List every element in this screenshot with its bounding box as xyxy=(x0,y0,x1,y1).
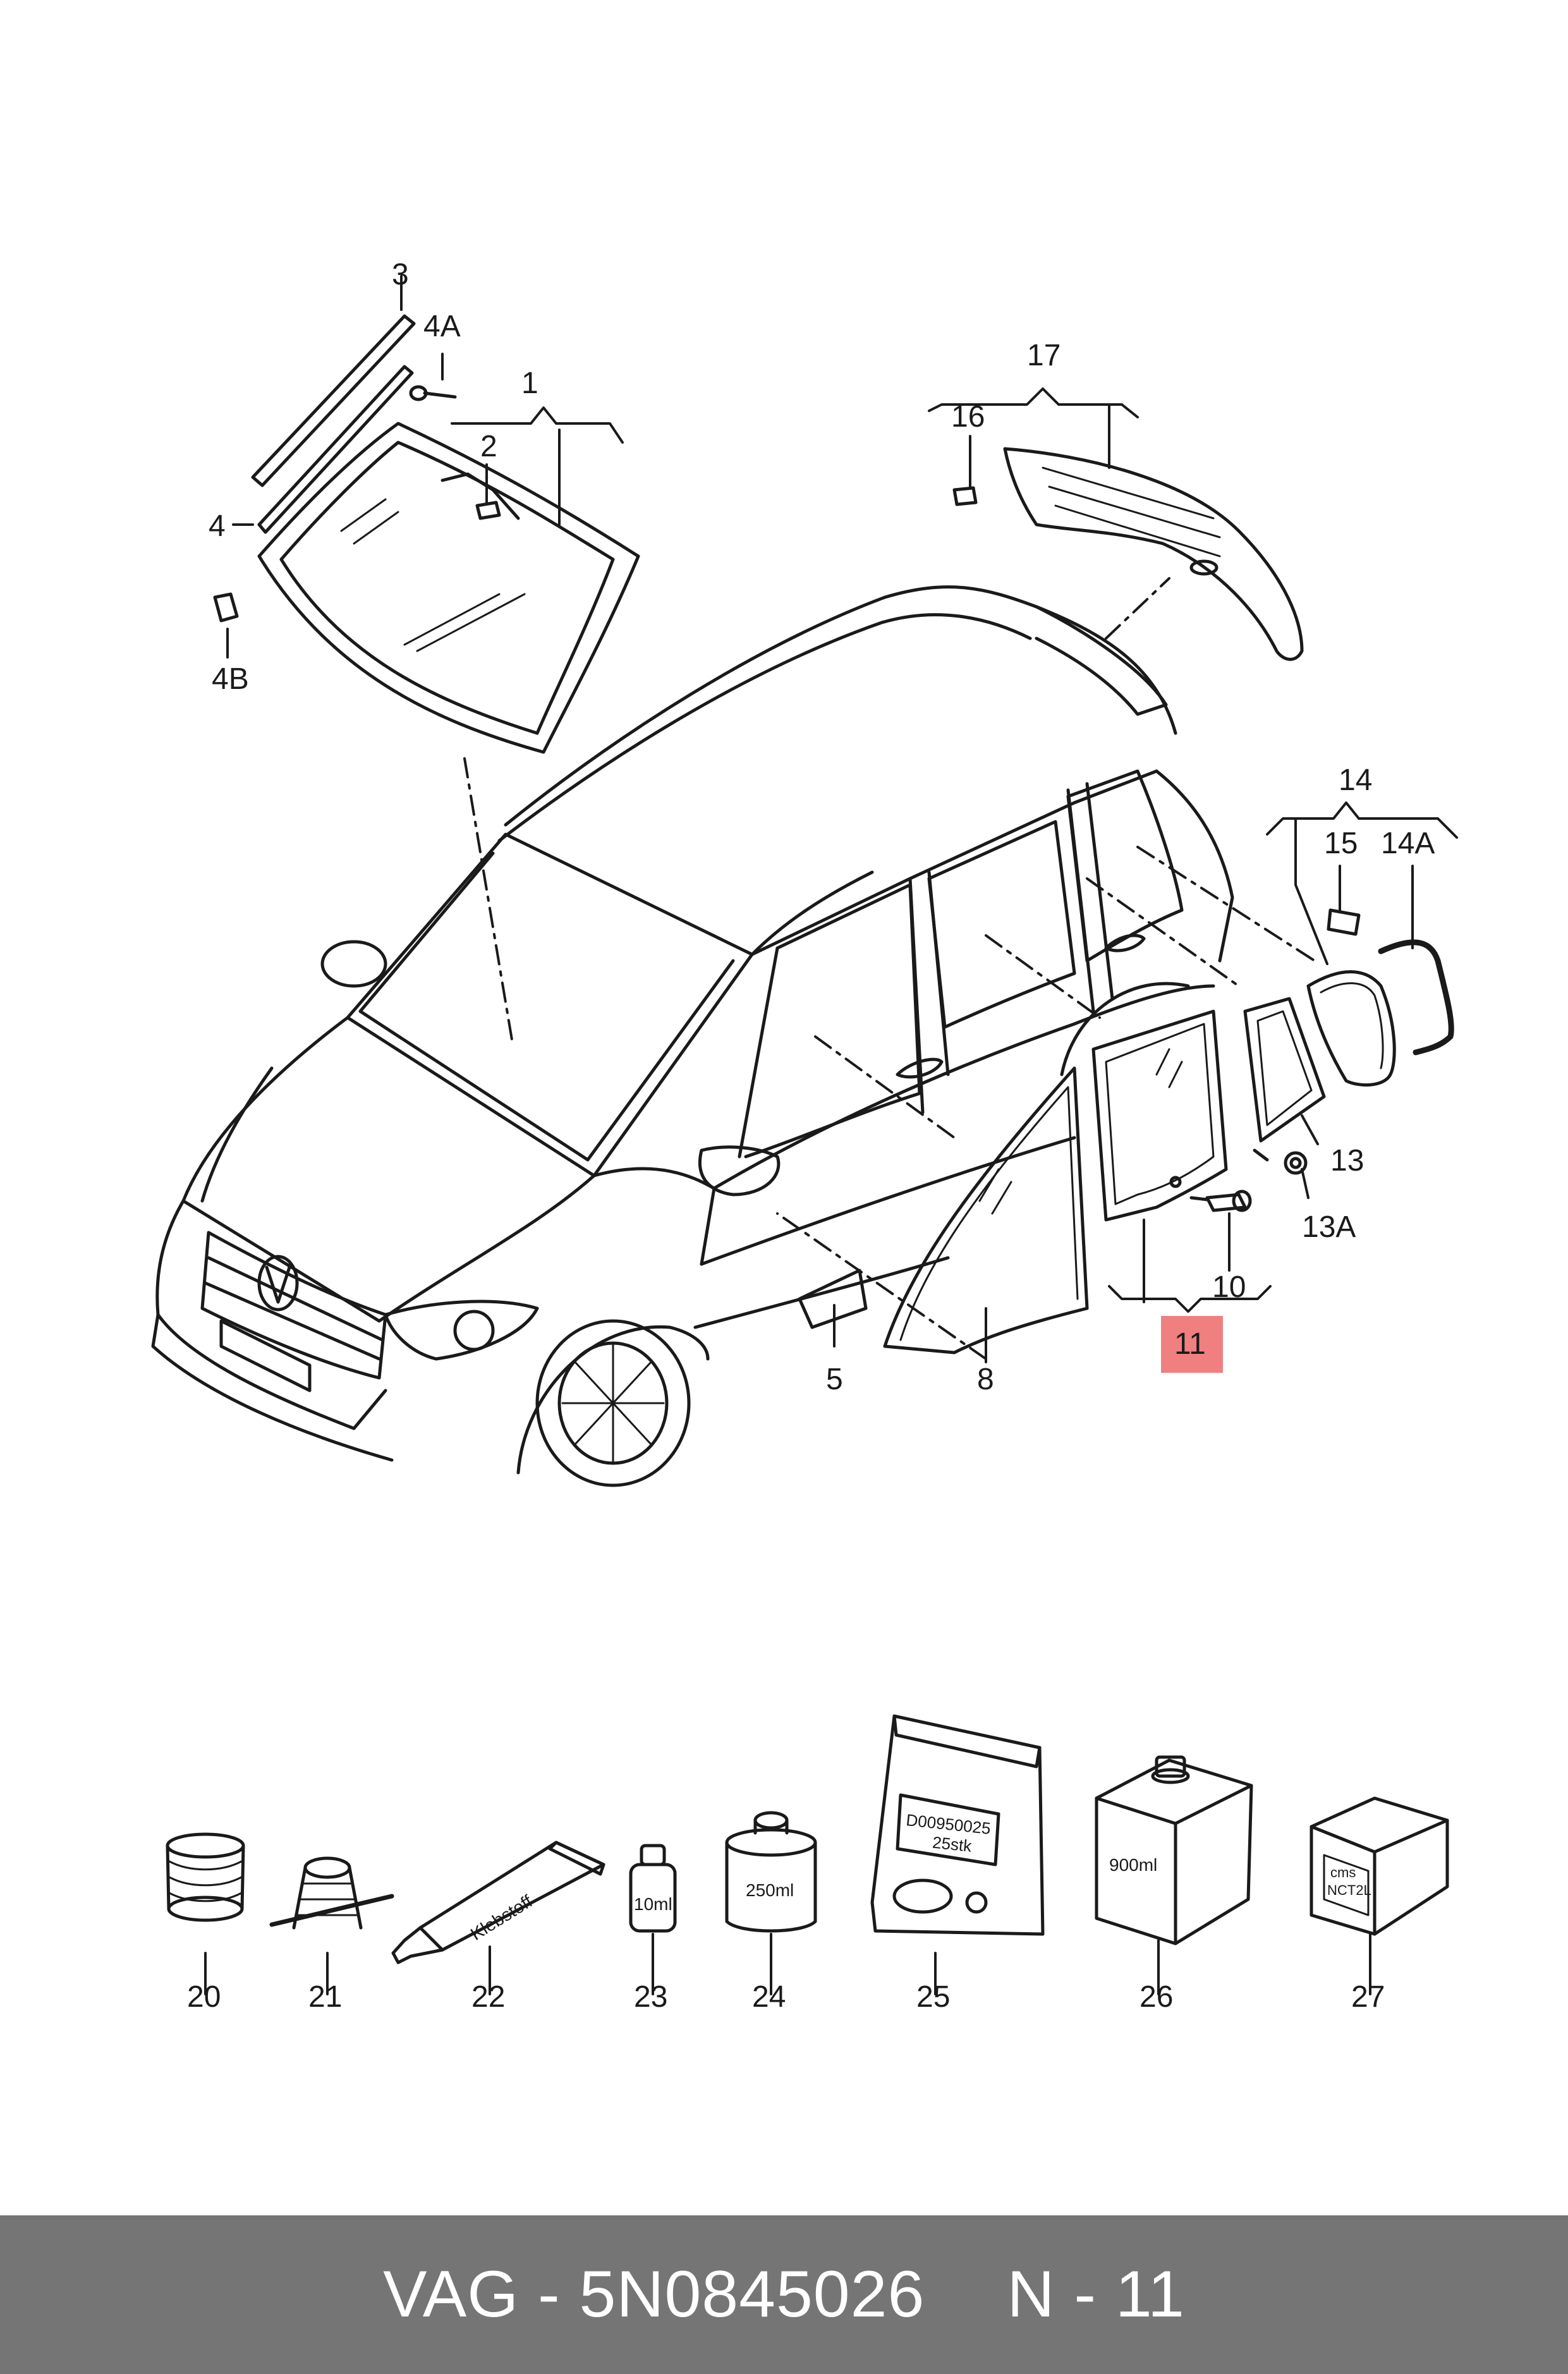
accessory-cord-21 xyxy=(269,1856,394,1930)
callout-26[interactable]: 26 xyxy=(1140,1980,1173,2014)
accessory-jar-24 xyxy=(725,1811,817,1933)
callout-22[interactable]: 22 xyxy=(471,1980,505,2014)
part-number: VAG - 5N0845026 xyxy=(383,2258,925,2331)
callout-27[interactable]: 27 xyxy=(1351,1980,1385,2014)
accessory-canister-26 xyxy=(1095,1755,1253,1945)
part-clip-15 xyxy=(1327,908,1361,936)
canister-label: 900ml xyxy=(1109,1855,1157,1875)
part-quarter-glass xyxy=(1243,997,1326,1143)
part-trim-5 xyxy=(798,1269,868,1329)
accessory-bottle-23 xyxy=(629,1844,677,1933)
bag-label-2: 25stk xyxy=(932,1832,973,1855)
page-reference: N - 11 xyxy=(1007,2258,1185,2331)
vehicle-body xyxy=(151,585,1234,1487)
box-label-2: NCT2L xyxy=(1327,1882,1371,1898)
callout-14a[interactable]: 14A xyxy=(1381,827,1435,860)
callout-17[interactable]: 17 xyxy=(1027,339,1061,372)
footer-bar: VAG - 5N0845026 N - 11 xyxy=(0,2215,1568,2374)
box-label-1: cms xyxy=(1330,1865,1356,1880)
callout-3[interactable]: 3 xyxy=(392,258,409,291)
part-screw-4a xyxy=(409,385,457,401)
accessory-tube-22 xyxy=(391,1841,605,1964)
part-rain-sensor xyxy=(475,501,501,520)
bottle-label: 10ml xyxy=(634,1894,672,1914)
part-clip-16 xyxy=(952,486,978,506)
parts-diagram: Klebstoff 10ml 250ml D00950025 25stk xyxy=(151,258,1458,2014)
part-mouldings xyxy=(251,314,416,534)
callout-1[interactable]: 1 xyxy=(521,367,538,400)
part-clip-13a xyxy=(1253,1148,1308,1175)
callout-25[interactable]: 25 xyxy=(916,1980,950,2014)
callout-8[interactable]: 8 xyxy=(977,1363,994,1396)
part-rear-side-glass xyxy=(1306,970,1396,1087)
part-stud-10 xyxy=(1189,1190,1252,1212)
callout-21[interactable]: 21 xyxy=(308,1980,342,2014)
callout-5[interactable]: 5 xyxy=(826,1363,843,1396)
callout-20[interactable]: 20 xyxy=(187,1980,221,2014)
part-windshield xyxy=(257,422,640,754)
callout-10[interactable]: 10 xyxy=(1212,1270,1246,1304)
part-seal-14a xyxy=(1378,939,1454,1056)
accessory-coil-20 xyxy=(166,1832,245,1922)
callout-16[interactable]: 16 xyxy=(951,400,985,434)
callout-11[interactable]: 11 xyxy=(1174,1327,1206,1361)
callout-14[interactable]: 14 xyxy=(1339,764,1372,797)
callouts: 3 4A 1 2 4 4B 17 16 14 15 14A 13 13A 10 … xyxy=(187,258,1435,2014)
callout-13[interactable]: 13 xyxy=(1330,1144,1364,1178)
callout-4[interactable]: 4 xyxy=(209,509,226,543)
accessory-box-27 xyxy=(1310,1796,1449,1936)
highlight-box xyxy=(1161,1316,1223,1373)
accessory-bag-25 xyxy=(870,1714,1045,1936)
callout-24[interactable]: 24 xyxy=(752,1980,786,2014)
callout-15[interactable]: 15 xyxy=(1324,827,1358,860)
tube-label: Klebstoff xyxy=(467,1891,536,1944)
part-rear-window xyxy=(1003,447,1304,661)
callout-4b[interactable]: 4B xyxy=(212,662,249,696)
leader-lines xyxy=(204,275,1458,1995)
part-rear-door-glass xyxy=(1091,1009,1228,1222)
part-clip-4b xyxy=(213,592,239,623)
callout-2[interactable]: 2 xyxy=(480,430,497,463)
callout-23[interactable]: 23 xyxy=(634,1980,667,2014)
callout-4a[interactable]: 4A xyxy=(423,310,461,343)
callout-13a[interactable]: 13A xyxy=(1302,1210,1356,1244)
jar-label: 250ml xyxy=(746,1880,794,1900)
